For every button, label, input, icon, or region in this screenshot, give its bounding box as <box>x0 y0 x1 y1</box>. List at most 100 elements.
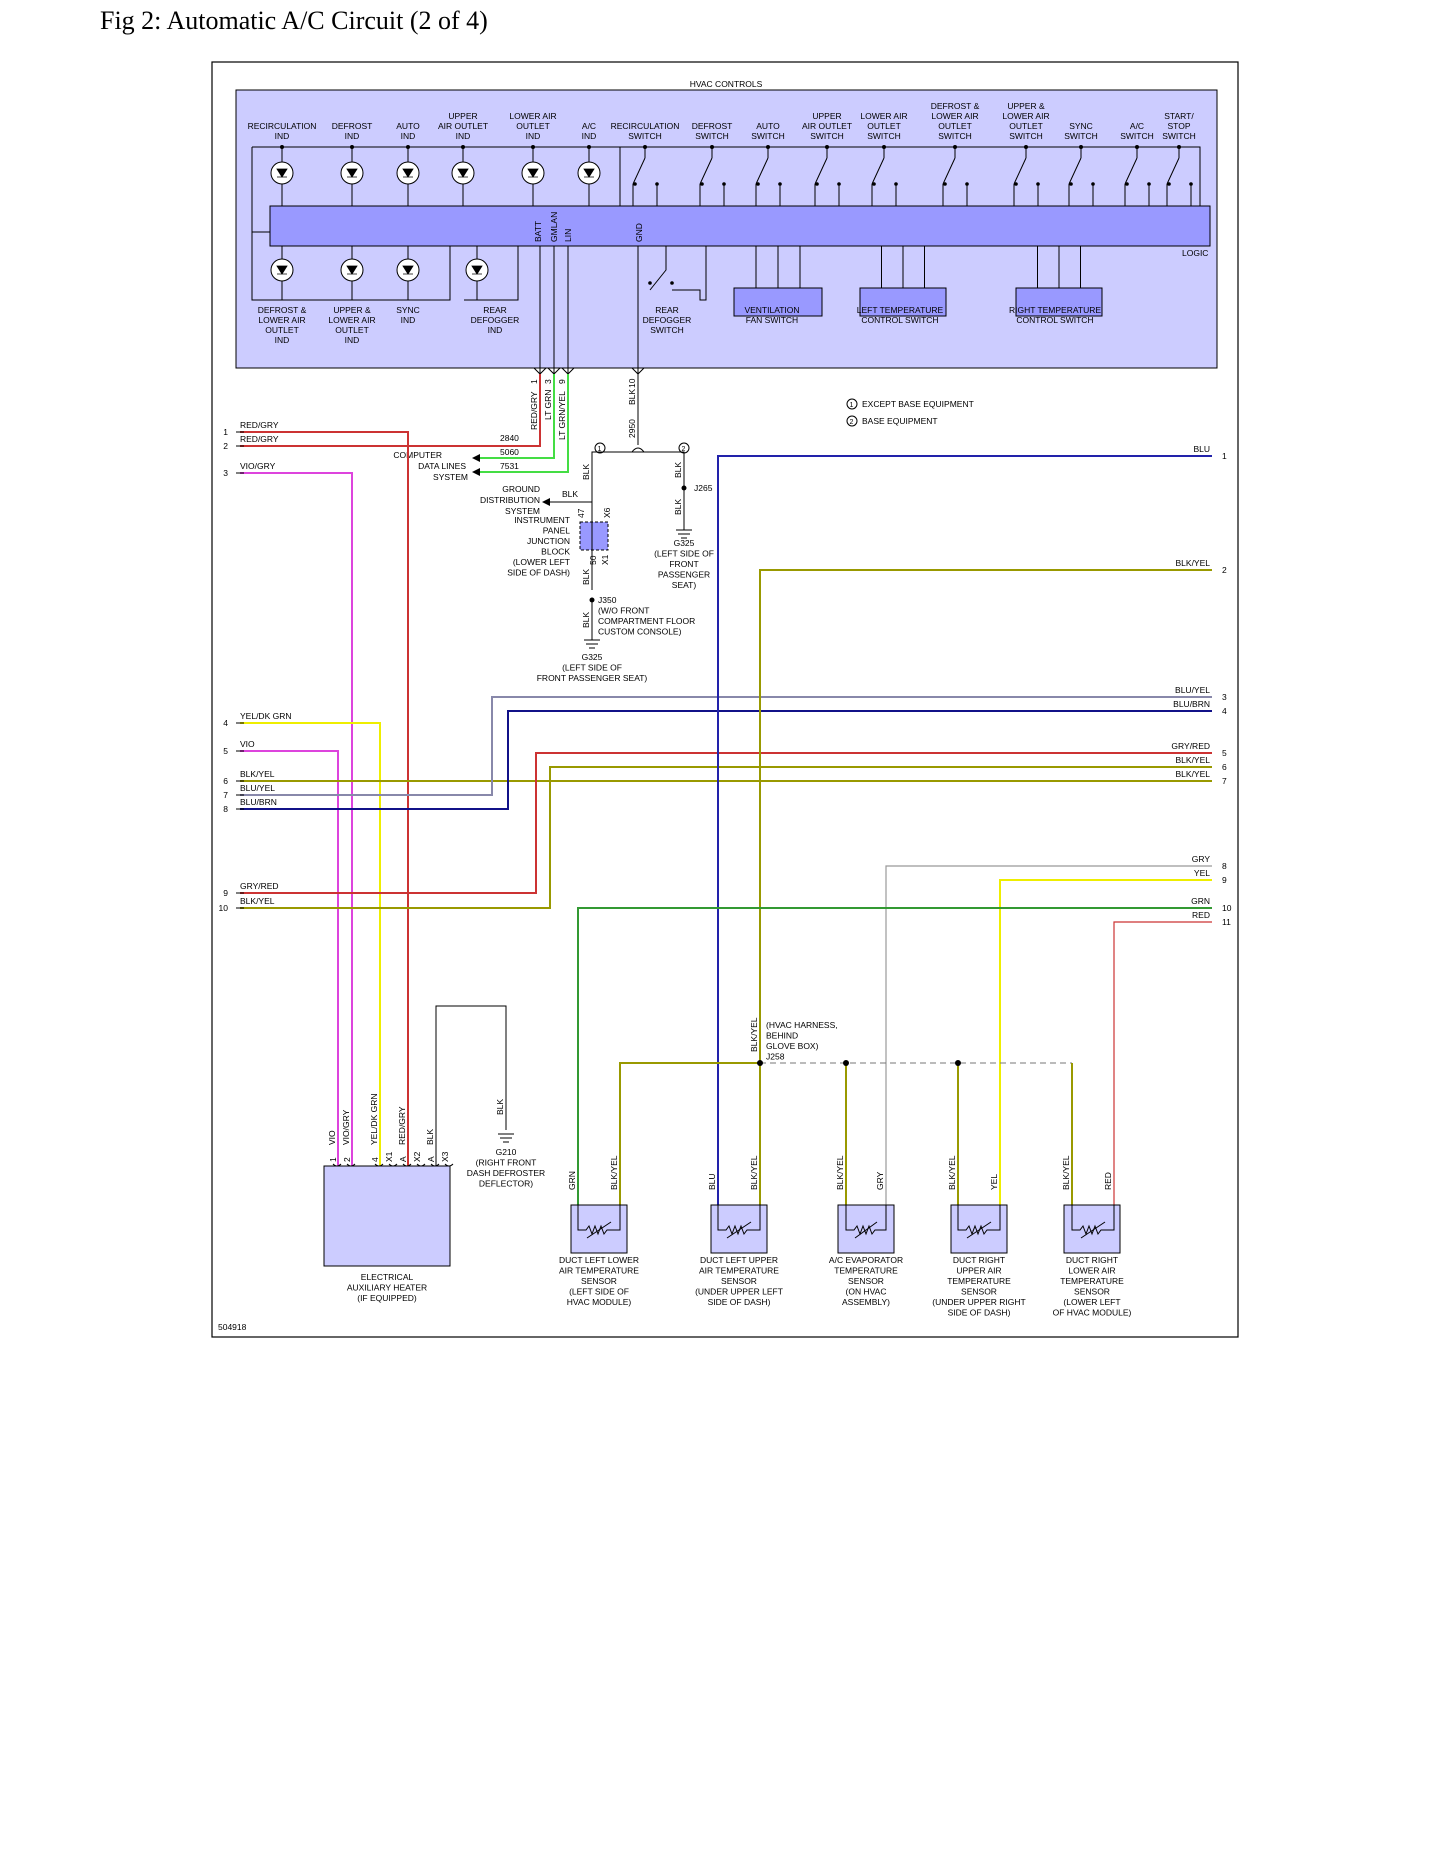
left-conn-pin-6: 6 <box>223 776 228 786</box>
diagram-frame <box>211 61 1239 1338</box>
right-conn-pin-6: 6 <box>1222 762 1227 772</box>
hvac-top-label-10-line-1: OUTLET <box>867 121 901 131</box>
wire-red-11 <box>1113 921 1212 1205</box>
right-conn-label-2: BLK/YEL <box>1176 558 1211 568</box>
hvac-top-label-9-line-2: SWITCH <box>810 131 844 141</box>
sensor-4-label-line-3: SENSOR <box>1074 1287 1110 1297</box>
ipjb-line-3: BLOCK <box>541 547 570 557</box>
diagram-id: 504918 <box>218 1322 247 1332</box>
sensor-3-label-line-5: SIDE OF DASH) <box>948 1308 1011 1318</box>
j258-line-3: J258 <box>766 1052 785 1062</box>
ipjb-line-5: SIDE OF DASH) <box>507 568 570 578</box>
hvac-top-label-15-line-2: SWITCH <box>1162 131 1196 141</box>
right-conn-pin-2: 2 <box>1222 565 1227 575</box>
left-conn-label-4: YEL/DK GRN <box>240 711 292 721</box>
switch-icon <box>871 157 885 185</box>
wire-lt-grn-yel <box>478 374 569 473</box>
thermistor-icon <box>957 1205 1001 1236</box>
pin-name-lin: LIN <box>563 229 573 242</box>
sensor-1-label-line-0: DUCT LEFT UPPER <box>700 1255 778 1265</box>
left-conn-label-6: BLK/YEL <box>240 769 275 779</box>
sensor-0-label-line-4: HVAC MODULE) <box>567 1297 632 1307</box>
heater-pin-2: 4 <box>370 1157 380 1162</box>
figure-title: Fig 2: Automatic A/C Circuit (2 of 4) <box>100 6 488 35</box>
sensor-2-label-line-0: A/C EVAPORATOR <box>829 1255 903 1265</box>
hvac-bottom-label-1-line-0: UPPER & <box>333 305 371 315</box>
left-conn-label-2: RED/GRY <box>240 434 279 444</box>
wire-sensor-ground-bus <box>619 1062 760 1205</box>
hvac-top-label-7-line-0: DEFROST <box>692 121 733 131</box>
g325-b-line-1: (LEFT SIDE OF <box>562 663 622 673</box>
wire-blu-brn-8-4 <box>240 710 1212 810</box>
hvac-top-label-1-line-1: IND <box>345 131 360 141</box>
thermistor-icon <box>845 1205 887 1236</box>
hvac-top-label-11-line-1: LOWER AIR <box>931 111 978 121</box>
wire-grn-10 <box>577 907 1212 1205</box>
left-conn-label-8: BLU/BRN <box>240 797 277 807</box>
sensor-1-label-line-4: SIDE OF DASH) <box>708 1297 771 1307</box>
hvac-top-label-10-line-0: LOWER AIR <box>860 111 907 121</box>
sensor-0-label-line-1: AIR TEMPERATURE <box>559 1266 639 1276</box>
right-connector: 1BLU2BLK/YEL3BLU/YEL4BLU/BRN5GRY/RED6BLK… <box>1171 444 1231 927</box>
wire-lt-grn <box>478 374 555 459</box>
hvac-top-label-12-line-1: LOWER AIR <box>1002 111 1049 121</box>
computer-data-line-3: SYSTEM <box>433 472 468 482</box>
hvac-top-label-3-line-0: UPPER <box>448 111 477 121</box>
circuit-2950: 2950 <box>627 419 637 438</box>
g325-a-line-4: SEAT) <box>672 580 697 590</box>
ipjb-line-0: INSTRUMENT <box>514 515 570 525</box>
wire-yel-dk-grn-4 <box>240 722 381 1170</box>
module-harness: 1 3 9 10 RED/GRY LT GRN LT GRN/YEL BLK 2… <box>240 246 714 683</box>
sensor-box-3 <box>950 1204 1008 1254</box>
wire-vio-5 <box>240 750 339 1170</box>
switch-icon <box>942 157 956 185</box>
g325-b-line-0: G325 <box>582 652 603 662</box>
j350-line-1: (W/O FRONT <box>598 606 649 616</box>
hvac-bottom-label-1-line-1: LOWER AIR <box>328 315 375 325</box>
ground-dist-3: SYSTEM <box>505 506 540 516</box>
option-one-mark: 1 <box>598 446 602 453</box>
right-conn-label-1: BLU <box>1193 444 1210 454</box>
switch-icon <box>632 157 646 185</box>
hvac-top-label-7-line-1: SWITCH <box>695 131 729 141</box>
left-conn-label-10: BLK/YEL <box>240 896 275 906</box>
g325-a-line-1: (LEFT SIDE OF <box>654 549 714 559</box>
hvac-top-label-10-line-2: SWITCH <box>867 131 901 141</box>
ipjb-pin-x6: X6 <box>602 507 612 518</box>
left-conn-label-3: VIO/GRY <box>240 461 276 471</box>
switch-icon <box>814 157 828 185</box>
left-conn-pin-8: 8 <box>223 804 228 814</box>
j258-line-2: GLOVE BOX) <box>766 1041 819 1051</box>
hvac-top-label-9-line-0: UPPER <box>812 111 841 121</box>
hvac-top-labels: RECIRCULATIONINDDEFROSTINDAUTOINDUPPERAI… <box>248 101 1196 141</box>
left-conn-pin-5: 5 <box>223 746 228 756</box>
hvac-top-label-5-line-1: IND <box>582 131 597 141</box>
sensor-4-label-line-0: DUCT RIGHT <box>1066 1255 1118 1265</box>
left-conn-label-1: RED/GRY <box>240 420 279 430</box>
right-conn-pin-7: 7 <box>1222 776 1227 786</box>
right-conn-label-7: BLK/YEL <box>1176 769 1211 779</box>
hvac-top-label-13-line-1: SWITCH <box>1064 131 1098 141</box>
j258-line-1: BEHIND <box>766 1031 798 1041</box>
right-conn-label-6: BLK/YEL <box>1176 755 1211 765</box>
hvac-top-label-15-line-0: START/ <box>1164 111 1194 121</box>
hvac-bottom-label-5-line-1: FAN SWITCH <box>746 315 798 325</box>
j350-line-0: J350 <box>598 595 617 605</box>
logic-block <box>269 205 1211 247</box>
ground-dist-2: DISTRIBUTION <box>480 495 540 505</box>
hvac-top-label-11-line-3: SWITCH <box>938 131 972 141</box>
harness-color-lt-grn-yel: LT GRN/YEL <box>557 391 567 440</box>
hvac-top-label-1-line-0: DEFROST <box>332 121 373 131</box>
hvac-bottom-label-0-line-2: OUTLET <box>265 325 299 335</box>
ipjb-line-2: JUNCTION <box>527 536 570 546</box>
heater-pin-1: 2 <box>342 1157 352 1162</box>
heater-pin-0: 1 <box>328 1157 338 1162</box>
j350-line-2: COMPARTMENT FLOOR <box>598 616 695 626</box>
